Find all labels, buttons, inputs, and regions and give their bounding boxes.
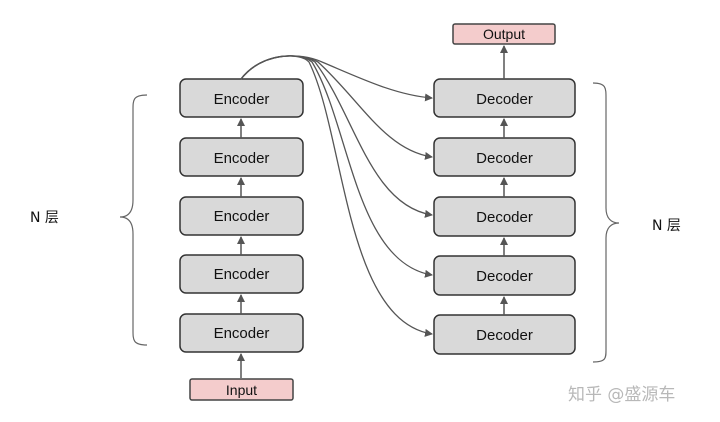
decoder-label: Decoder [476,91,533,108]
right-brace [592,82,620,363]
encoder-decoder-connections [240,55,433,337]
decoder-label: Decoder [476,268,533,285]
encoder-label: Encoder [214,91,270,108]
input-block [189,378,294,401]
left-brace [119,94,148,346]
connection-arrow [240,55,433,337]
decoder-label: Decoder [476,327,533,344]
watermark-text: 知乎 @盛源车 [568,385,675,405]
decoder-stack: Decoder Decoder Decoder Decoder Decoder [433,78,576,355]
input-label: Input [226,382,257,398]
right-brace-label: N 层 [652,218,681,234]
decoder-label: Decoder [476,209,533,226]
output-label: Output [483,26,525,42]
encoder-label: Encoder [214,208,270,225]
decoder-label: Decoder [476,150,533,167]
left-brace-label: N 层 [30,210,59,226]
encoder-label: Encoder [214,150,270,167]
encoder-stack: Encoder Encoder Encoder Encoder Encoder [179,78,304,353]
output-block [452,23,556,45]
encoder-label: Encoder [214,325,270,342]
encoder-label: Encoder [214,266,270,283]
